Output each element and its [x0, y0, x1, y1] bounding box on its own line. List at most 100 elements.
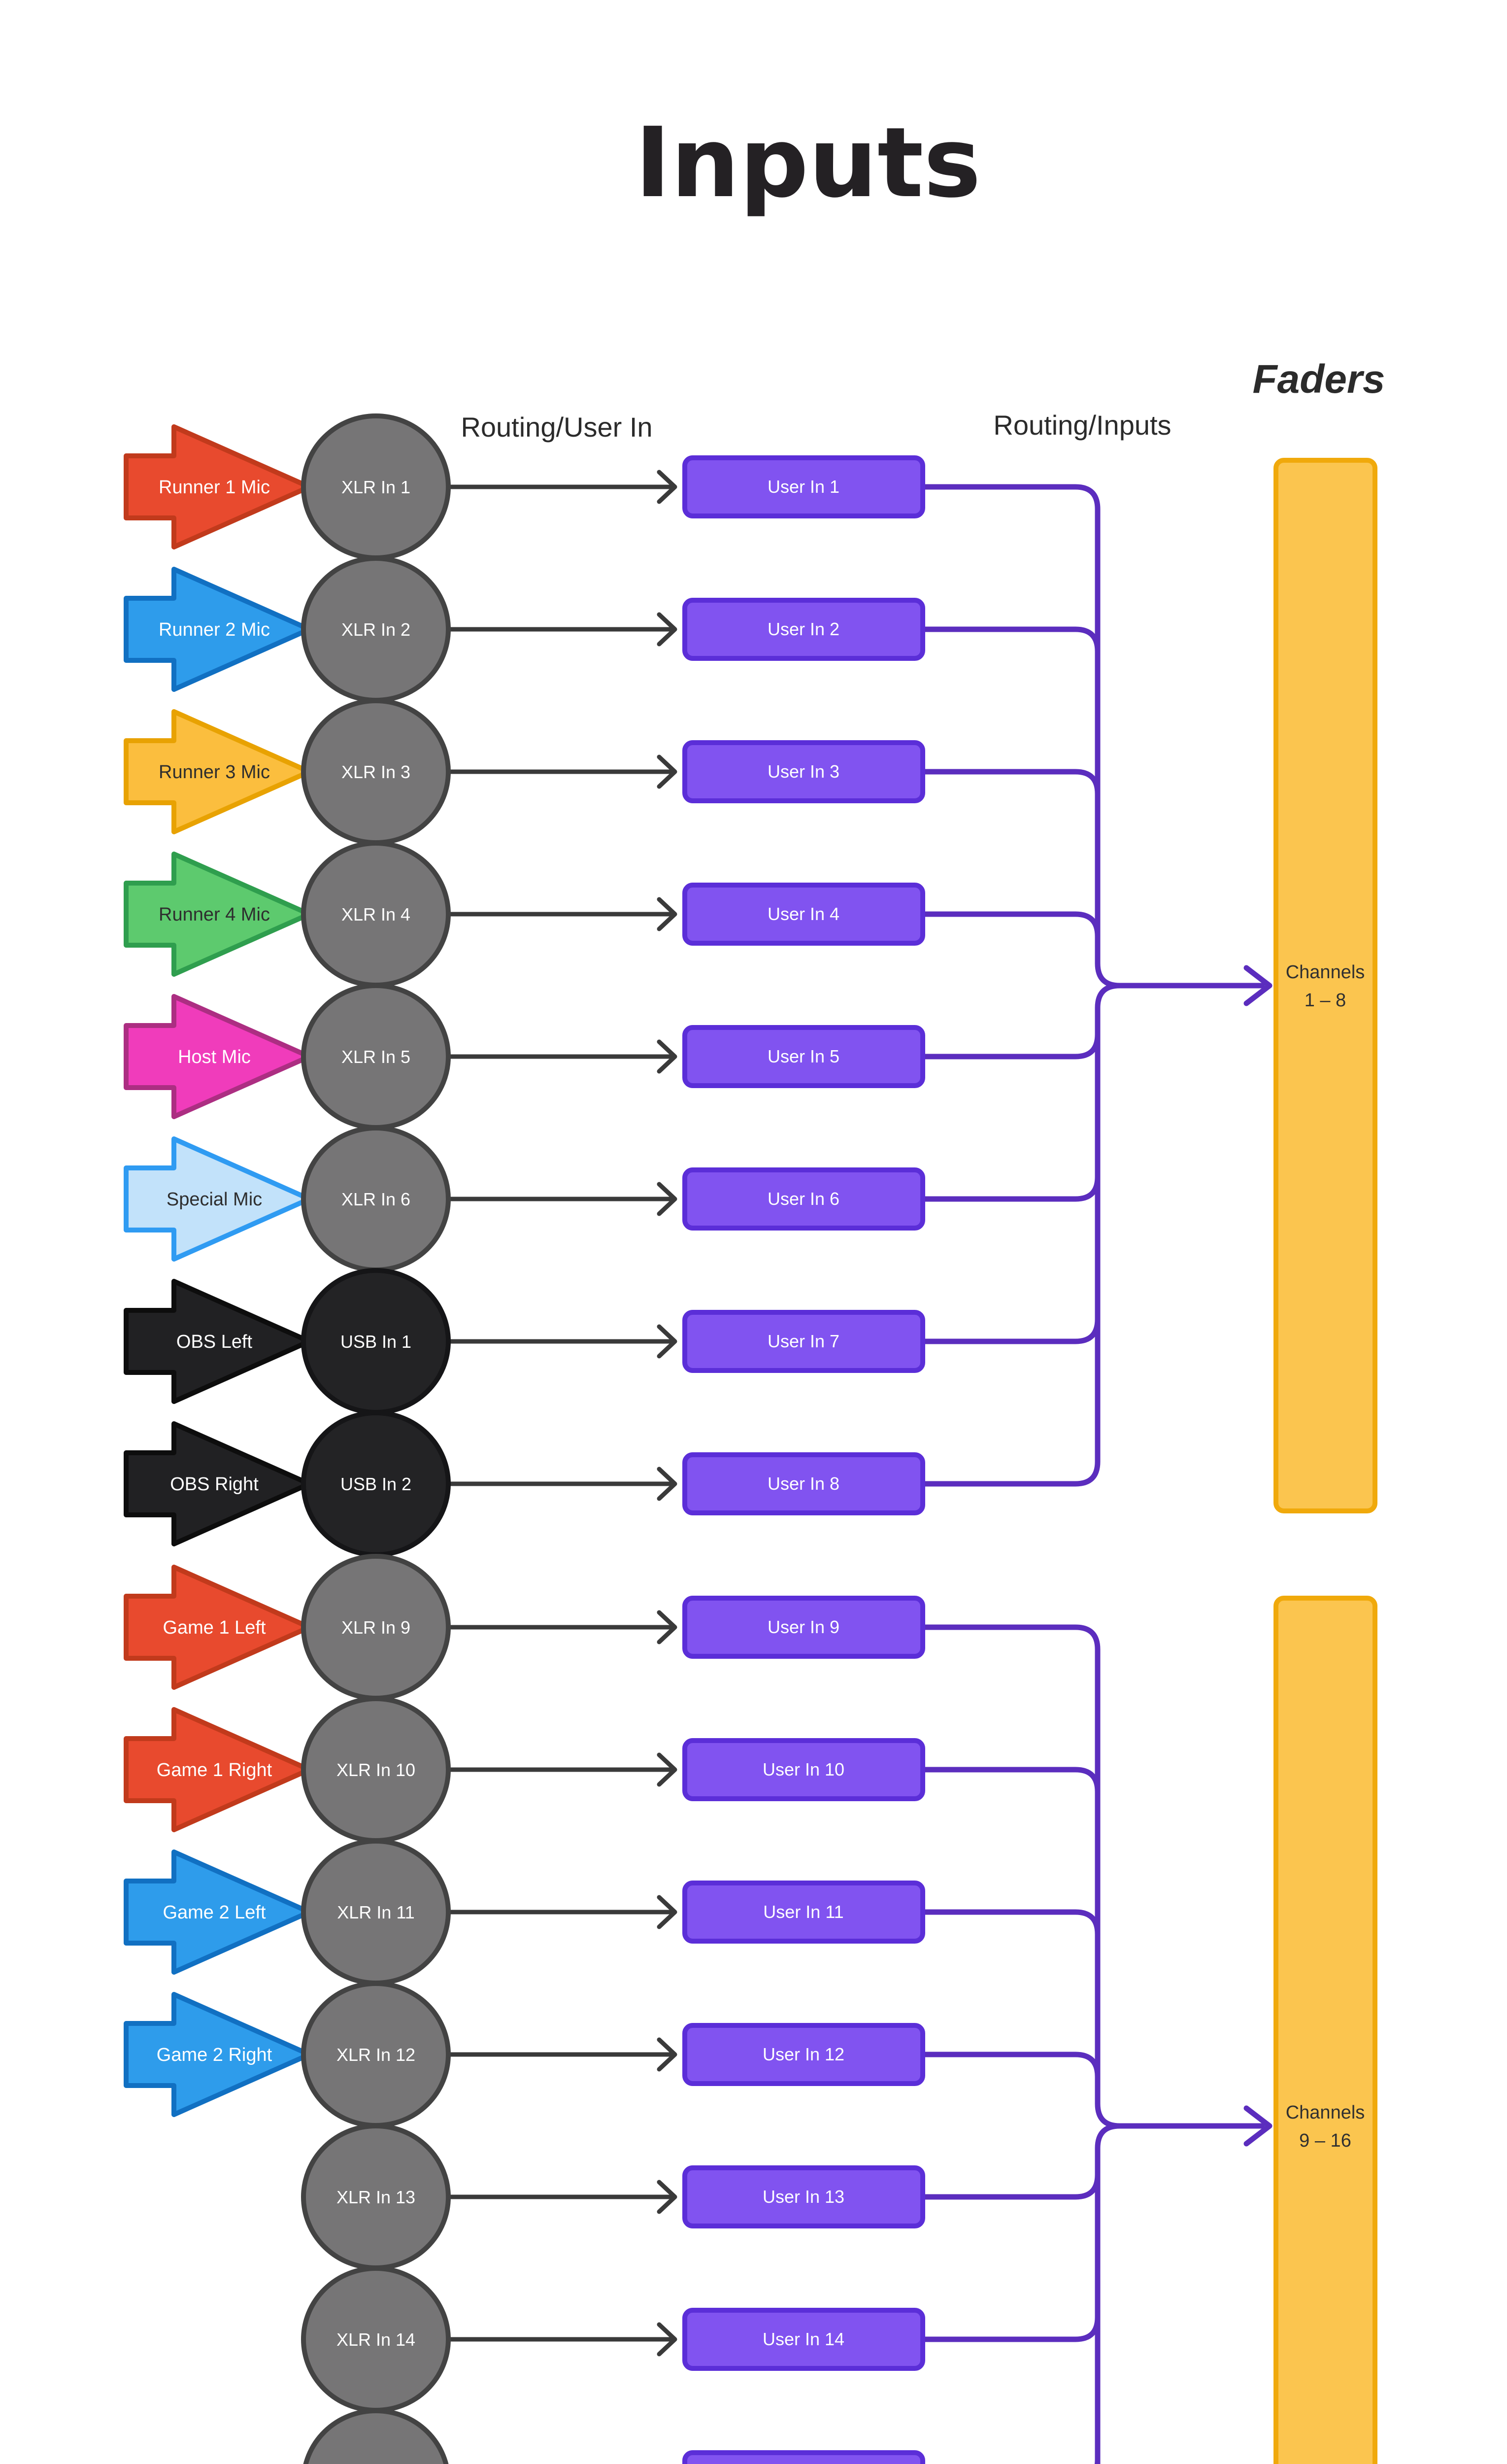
fader-label-line1: Channels [1286, 2102, 1365, 2123]
column-header-routing-user-in: Routing/User In [461, 411, 652, 443]
source-arrow-shape [124, 1992, 312, 2117]
jack-to-user-arrowhead [657, 1895, 677, 1929]
source-arrow-label: Game 2 Left [163, 1902, 266, 1923]
fader-label-line1: Channels [1286, 962, 1365, 983]
input-row: Runner 4 Mic XLR In 4 User In 4 [124, 841, 925, 988]
source-arrow-label: Runner 2 Mic [159, 619, 270, 640]
source-arrow-shape [124, 1707, 312, 1832]
source-arrow-label: OBS Right [170, 1474, 259, 1495]
user-in-box [682, 1596, 925, 1659]
jack-to-user-arrowhead [657, 1039, 677, 1074]
user-in-label: User In 3 [768, 761, 839, 782]
user-in-label: User In 1 [768, 477, 839, 497]
source-arrow-shape [124, 1136, 312, 1262]
user-in-box [682, 1167, 925, 1231]
source-arrow-label: Runner 1 Mic [159, 477, 270, 498]
jack-label: XLR In 10 [336, 1760, 415, 1780]
user-in-box [682, 1881, 925, 1944]
source-arrow-shape [124, 994, 312, 1119]
user-in-box [682, 455, 925, 518]
jack-label: XLR In 11 [337, 1902, 414, 1922]
input-row: Host Mic XLR In 5 User In 5 [124, 983, 925, 1130]
user-in-label: User In 11 [763, 1902, 843, 1922]
routing-line-user-in-2 [922, 626, 1101, 654]
fader-box-channels-1-8 [1273, 458, 1377, 1513]
jack-to-user-arrowhead [657, 1610, 677, 1644]
input-row: Runner 1 Mic XLR In 1 User In 1 [124, 413, 925, 560]
jack-label: XLR In 1 [341, 477, 410, 497]
source-arrow-label: Game 1 Left [163, 1617, 266, 1638]
jack-to-user-arrowhead [657, 612, 677, 647]
user-in-box [682, 2450, 925, 2464]
jack-label: XLR In 4 [341, 904, 410, 924]
user-in-box [682, 2023, 925, 2086]
jack-to-user-arrowhead [657, 2322, 677, 2357]
routing-line-user-in-10 [922, 1767, 1101, 1795]
user-in-label: User In 10 [763, 1759, 844, 1780]
jack-label: XLR In 13 [336, 2187, 415, 2207]
jack-to-user-arrowhead [657, 1467, 677, 1501]
routing-line-user-in-5 [922, 1031, 1101, 1060]
routing-line-user-in-12 [922, 2052, 1101, 2080]
jack-to-user-arrowhead [657, 1324, 677, 1359]
routing-line-user-in-14 [922, 2314, 1101, 2342]
input-row: OBS Left USB In 1 User In 7 [124, 1268, 925, 1415]
page-title: Inputs [635, 107, 981, 219]
user-in-label: User In 12 [763, 2044, 844, 2064]
user-in-label: User In 9 [768, 1617, 839, 1637]
jack-label: XLR In 3 [341, 762, 410, 782]
input-row: Runner 3 Mic XLR In 3 User In 3 [124, 698, 925, 845]
source-arrow-label: OBS Left [176, 1332, 253, 1352]
source-arrow-shape [124, 1421, 312, 1546]
source-arrow-label: Game 2 Right [157, 2045, 272, 2065]
user-in-label: User In 14 [763, 2329, 844, 2349]
jack-label: XLR In 14 [336, 2329, 415, 2350]
user-in-label: User In 7 [768, 1331, 839, 1351]
user-in-label: User In 6 [768, 1189, 839, 1209]
jack-to-user-arrowhead [657, 754, 677, 789]
routing-line-user-in-1 [922, 484, 1265, 989]
column-header-routing-inputs: Routing/Inputs [993, 410, 1171, 441]
routing-line-user-in-15 [1094, 2457, 1101, 2464]
input-row: XLR In 15 User In 15 [303, 2408, 925, 2464]
jack-label: XLR In 12 [336, 2045, 415, 2065]
routing-line-user-in-11 [922, 1909, 1101, 1937]
source-arrow-label: Runner 4 Mic [159, 904, 270, 925]
input-row: Game 1 Left XLR In 9 User In 9 [124, 1554, 925, 1701]
fader-label-line2: 1 – 8 [1305, 990, 1346, 1011]
source-arrow-shape [124, 852, 312, 977]
jack-to-user-arrowhead [657, 897, 677, 931]
source-arrow-label: Host Mic [178, 1047, 251, 1067]
jack-to-user-arrowhead [657, 1182, 677, 1216]
input-row: Special Mic XLR In 6 User In 6 [124, 1126, 925, 1272]
fader-box-channels-9-16 [1273, 1596, 1377, 2464]
user-in-label: User In 2 [768, 619, 839, 639]
jack-to-user-arrowhead [657, 2037, 677, 2072]
user-in-box [682, 740, 925, 803]
arrowhead-channels-9-16 [1243, 2105, 1273, 2147]
routing-group-2 [922, 1624, 1273, 2464]
user-in-label: User In 8 [768, 1473, 839, 1494]
input-row: Game 2 Right XLR In 12 User In 12 [124, 1981, 925, 2128]
jack-label: XLR In 6 [341, 1189, 410, 1209]
column-header-faders: Faders [1253, 357, 1385, 402]
fader-strip-channels-9-16: Channels 9 – 16 [1273, 1596, 1377, 2464]
user-in-label: User In 5 [768, 1046, 839, 1066]
jack-to-user-arrowhead [657, 2180, 677, 2214]
source-arrow-shape [124, 709, 312, 834]
source-arrow-label: Special Mic [167, 1189, 262, 1210]
routing-line-user-in-13 [922, 2172, 1101, 2200]
user-in-box [682, 883, 925, 946]
routing-line-user-in-16 [1095, 2123, 1123, 2464]
source-arrow-label: Game 1 Right [157, 1760, 272, 1780]
jack-label: USB In 1 [340, 1332, 411, 1352]
source-arrow-shape [124, 1849, 312, 1975]
input-row: Runner 2 Mic XLR In 2 User In 2 [124, 556, 925, 703]
input-row: XLR In 14 User In 14 [301, 2266, 925, 2413]
input-row: OBS Right USB In 2 User In 8 [124, 1410, 925, 1557]
routing-line-user-in-7 [922, 1316, 1101, 1344]
input-row: Game 2 Left XLR In 11 User In 11 [124, 1839, 925, 1985]
routing-line-user-in-4 [922, 911, 1101, 939]
routing-group-1 [922, 484, 1273, 1487]
user-in-label: User In 13 [763, 2187, 844, 2207]
